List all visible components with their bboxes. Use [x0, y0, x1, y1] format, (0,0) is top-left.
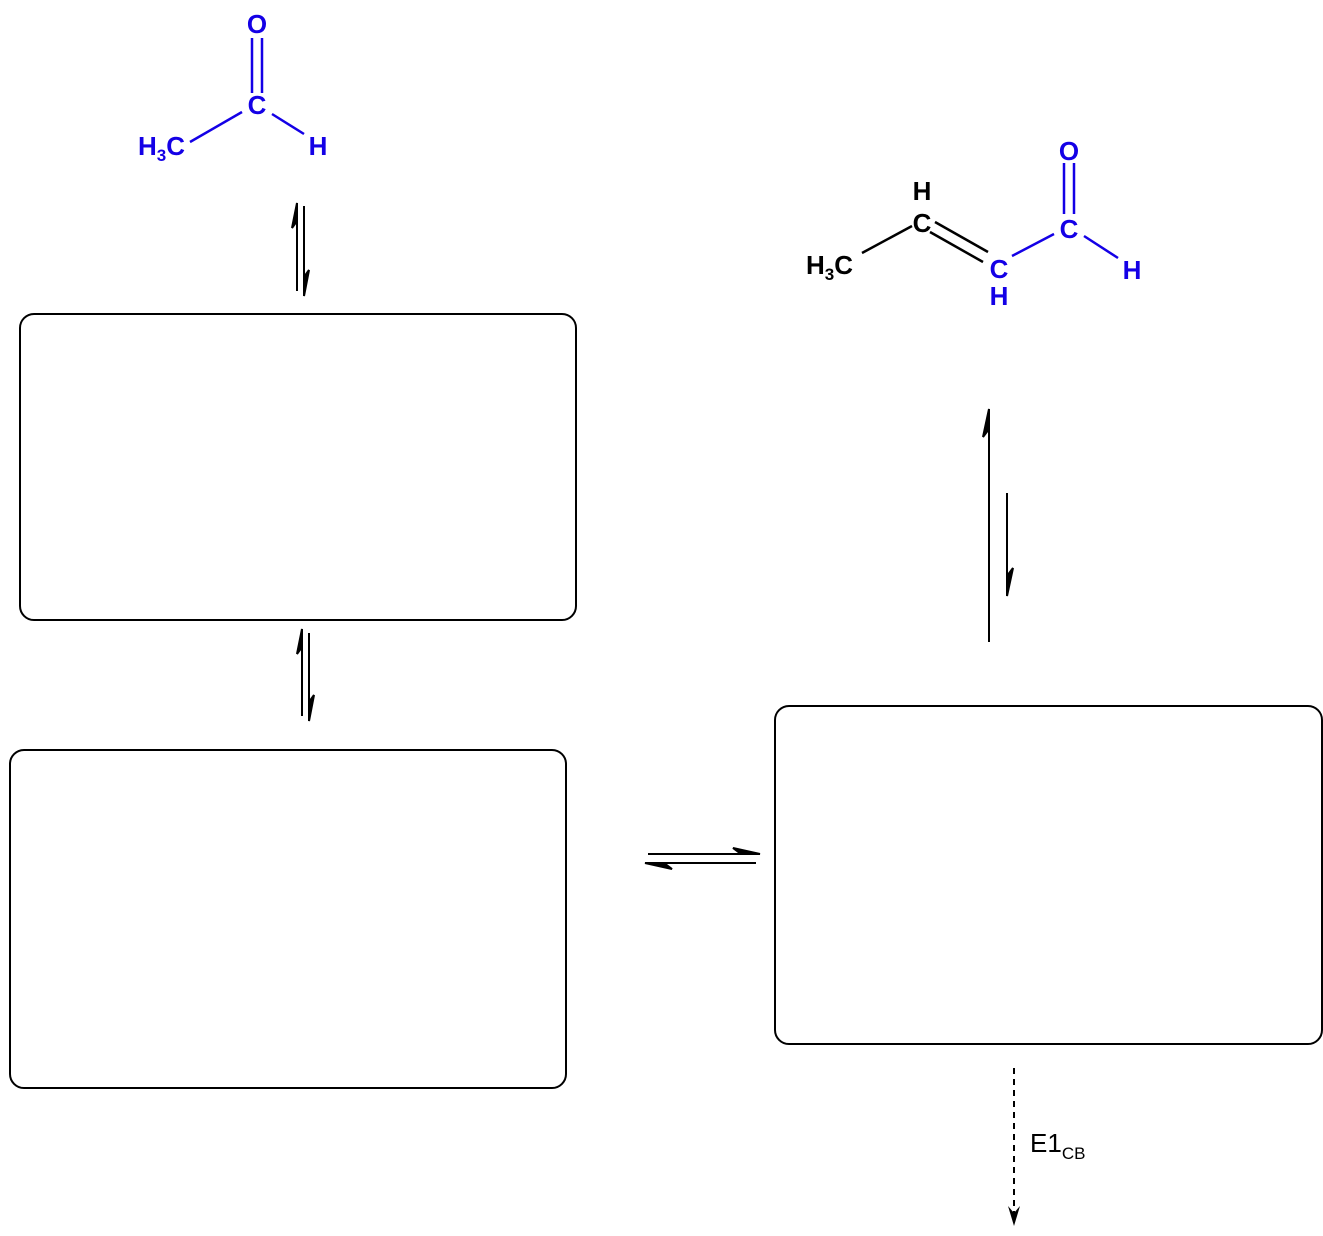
methyl-h: H	[806, 250, 825, 280]
c-h-bond	[271, 112, 305, 136]
crotonaldehyde-alpha-carbon: C	[990, 254, 1009, 284]
intermediate-box-2	[9, 749, 567, 1089]
acetaldehyde-oxygen: O	[247, 9, 267, 39]
alpha-carbonyl-bond	[1011, 232, 1055, 258]
acetaldehyde-molecule: O C H3C H	[138, 9, 327, 165]
crotonaldehyde-beta-hydrogen: H	[913, 176, 932, 206]
methyl-c: C	[834, 250, 853, 280]
equilibrium-arrow-1	[291, 202, 310, 297]
crotonaldehyde-oxygen: O	[1059, 136, 1079, 166]
methyl-c: C	[166, 131, 185, 161]
crotonaldehyde-beta-carbon: C	[913, 208, 932, 238]
crotonaldehyde-carbonyl-carbon: C	[1060, 214, 1079, 244]
e1cb-label-main: E1	[1030, 1128, 1062, 1158]
cc-double-bond-2	[929, 230, 984, 264]
cc-double-bond-1	[934, 220, 989, 254]
e1cb-label: E1CB	[1030, 1128, 1085, 1163]
carbonyl-h-bond	[1083, 234, 1119, 260]
acetaldehyde-methyl: H3C	[138, 131, 185, 165]
methyl-h: H	[138, 131, 157, 161]
acetaldehyde-carbon: C	[248, 90, 267, 120]
intermediate-box-3	[774, 705, 1323, 1045]
e1cb-label-subscript: CB	[1062, 1144, 1086, 1163]
equilibrium-arrow-3	[644, 847, 761, 870]
c-ch3-bond	[189, 110, 243, 144]
equilibrium-arrow-2	[296, 628, 315, 722]
methyl-subscript: 3	[157, 146, 166, 165]
equilibrium-arrow-4	[982, 408, 1014, 642]
crotonaldehyde-carbonyl-hydrogen: H	[1123, 255, 1142, 285]
crotonaldehyde-alpha-hydrogen: H	[990, 281, 1009, 311]
intermediate-box-1	[19, 313, 577, 621]
crotonaldehyde-molecule: O C H C H C H H3C	[806, 136, 1141, 311]
acetaldehyde-hydrogen: H	[309, 131, 328, 161]
methyl-beta-bond	[861, 224, 913, 255]
crotonaldehyde-methyl: H3C	[806, 250, 853, 284]
methyl-subscript: 3	[825, 265, 834, 284]
e1cb-arrow	[1008, 1068, 1020, 1226]
